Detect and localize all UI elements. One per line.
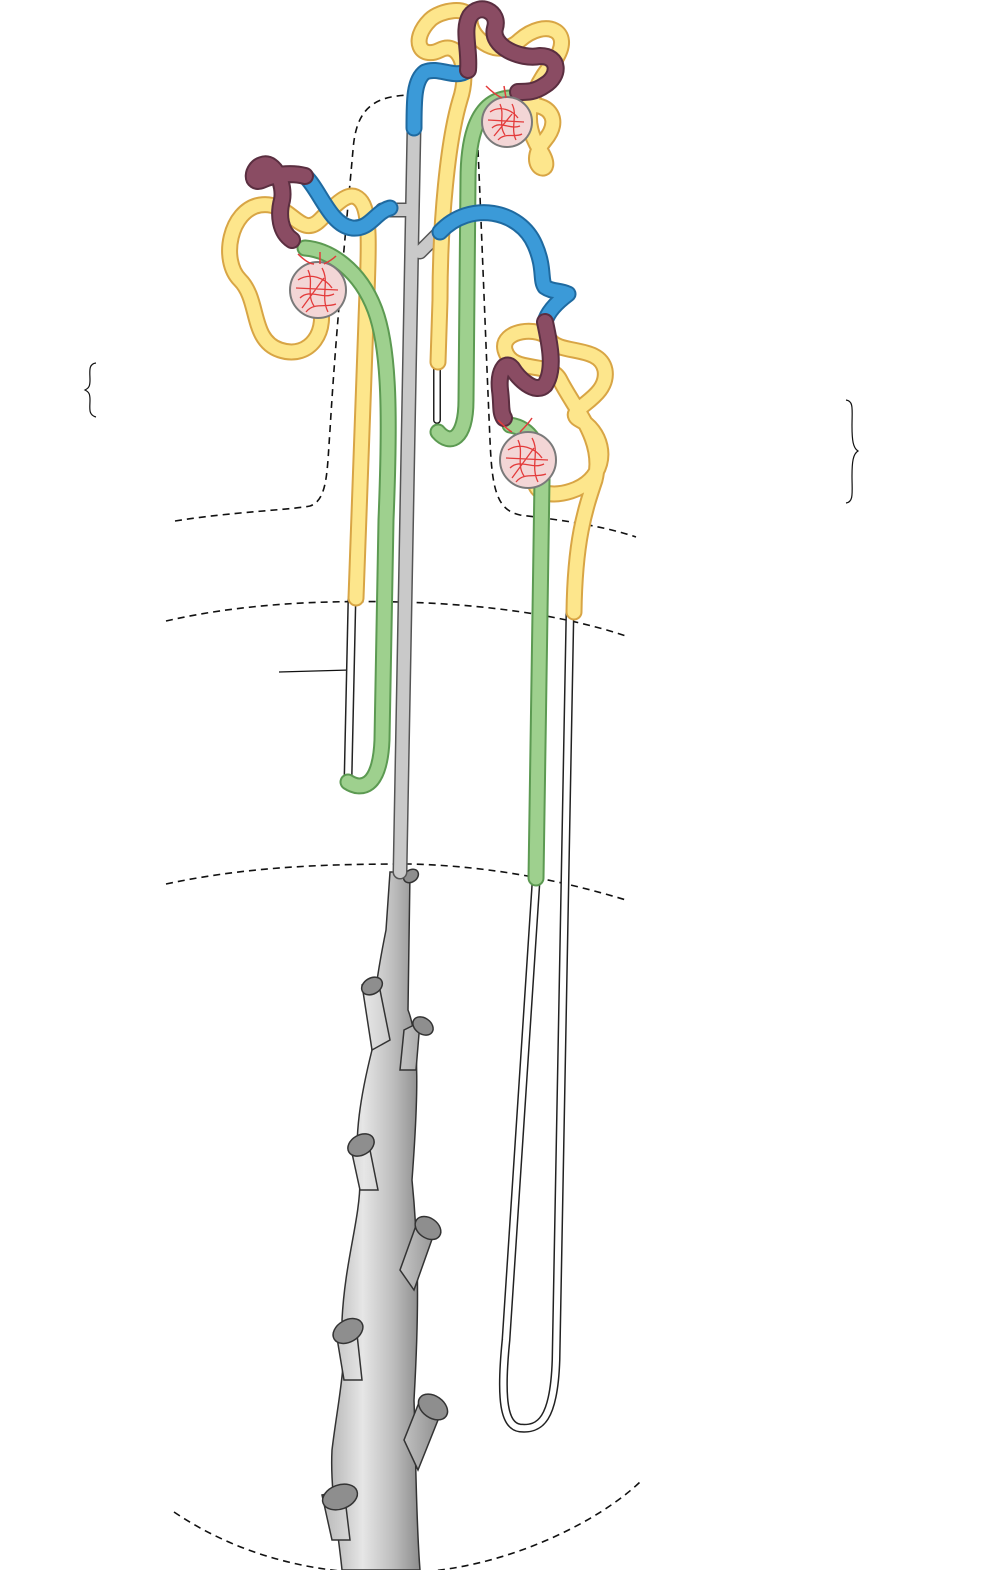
papillary-duct-trunk [330,871,421,1570]
bowman-capsule-left [289,261,347,319]
short-loop-thin-limb [343,358,441,785]
connecting-tubule-top-fill [407,63,475,135]
vasa-recta-right-fill [503,418,549,885]
right-brace [845,399,860,504]
papillary-duct-branches [321,979,443,1541]
capillary-tuft-top [487,103,525,141]
proximal-tubule-left-outline [221,187,377,607]
distal-tubules [244,0,565,427]
short-thin-limb-fill [345,595,355,783]
corticomedullary-boundary [165,600,627,637]
glomerulus-right [497,417,557,489]
papillary-duct-openings [321,868,449,1511]
glomerulus-left [289,252,347,319]
connecting-tubule-left-fill [298,169,397,235]
distal-tubule-right-fill [492,315,558,425]
duct-opening-8 [321,1483,359,1511]
thin-limb-leader-line [278,669,351,673]
arteriole-right [497,417,533,433]
bowman-capsule-right [499,431,557,489]
long-thin-limb-fill [500,609,573,1432]
long-loop-thin-limb [498,607,575,1433]
bowman-capsule-top [481,96,533,148]
vasa-recta-left-fill [298,241,395,793]
proximal-tubule-left-fill [223,189,375,605]
capillary-tuft-right [505,437,549,483]
cortical-labyrinth-boundary [174,94,411,522]
medullary-ray-boundary-right [477,149,637,538]
distal-tubule-top-fill [459,2,563,99]
duct-opening-6 [332,1317,364,1345]
arteriole-left [297,252,337,265]
duct-opening-5 [414,1215,442,1241]
glomeruli [289,85,557,489]
duct-opening-7 [417,1393,449,1421]
distal-tubule-left-fill [246,157,312,247]
glomerulus-top [481,85,533,148]
annotation-marks [83,362,860,673]
left-brace [83,362,97,418]
arteriole-top [485,85,507,99]
duct-opening-4 [347,1133,375,1157]
capillary-tuft-left [295,267,339,313]
papilla-boundary [173,1481,641,1570]
duct-opening-2 [360,976,384,996]
connecting-tubule-right-fill [433,206,575,329]
connecting-tubules [296,61,577,331]
papillary-collecting-duct [321,868,449,1570]
duct-opening-3 [412,1016,434,1036]
